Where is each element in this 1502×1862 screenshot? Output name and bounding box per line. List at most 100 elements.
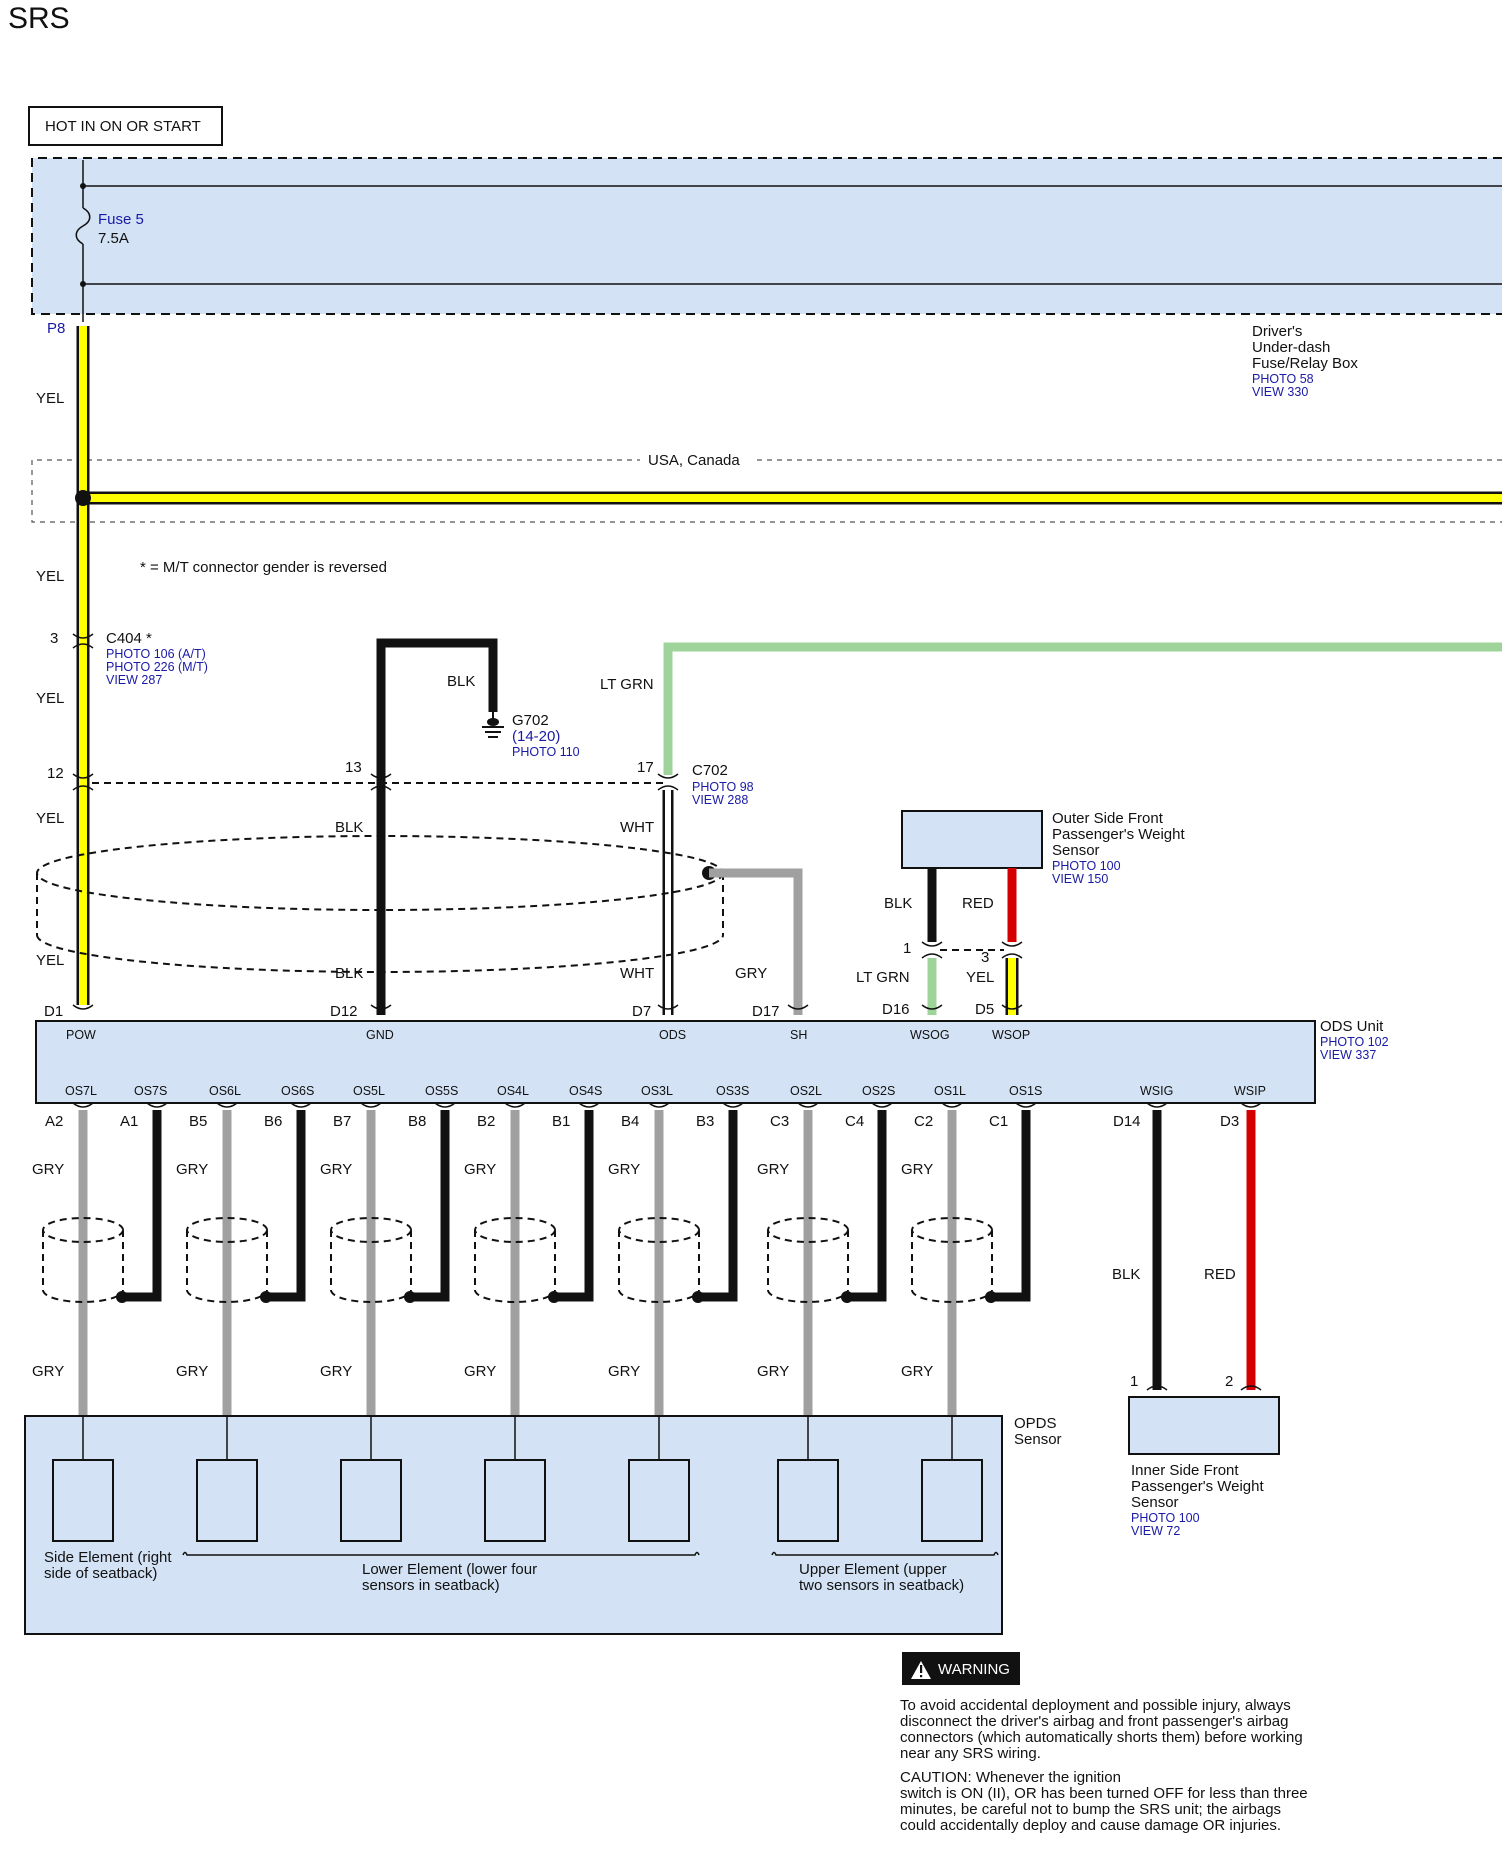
blk-wire-os3s bbox=[699, 1110, 738, 1302]
ods-pin-b4: B4 bbox=[621, 1113, 639, 1130]
inner-sensor-name-1: Inner Side Front bbox=[1131, 1462, 1239, 1479]
pin-mark-g6 bbox=[797, 1102, 893, 1108]
wire-label-gry-b7: GRY bbox=[901, 1363, 933, 1380]
pin-mark-g2 bbox=[216, 1102, 312, 1108]
blk-wire-os4s bbox=[555, 1110, 594, 1302]
fuse-box-region bbox=[32, 158, 1502, 314]
upper-element-bracket bbox=[771, 1551, 999, 1556]
pin-mark-weight bbox=[1146, 1102, 1262, 1108]
outer-sensor-pin-1: 1 bbox=[903, 940, 911, 957]
ods-unit bbox=[35, 1020, 1316, 1104]
outer-sensor-view: VIEW 150 bbox=[1052, 872, 1108, 886]
ods-unit-name: ODS Unit bbox=[1320, 1018, 1384, 1035]
caution-line-3: minutes, be careful not to bump the SRS … bbox=[900, 1801, 1281, 1818]
wire-label-blk-wsig: BLK bbox=[1112, 1266, 1140, 1283]
ods-label-wsog: WSOG bbox=[910, 1028, 950, 1042]
wire-label-gry-b1: GRY bbox=[32, 1363, 64, 1380]
c404-pin-3-mark bbox=[72, 633, 94, 649]
ods-label-wsig: WSIG bbox=[1140, 1084, 1173, 1098]
blk-wire-os2s bbox=[848, 1110, 887, 1302]
ods-pin-d5-mark bbox=[1001, 1004, 1023, 1010]
fuse-box-name-3: Fuse/Relay Box bbox=[1252, 355, 1358, 372]
wire-label-yel-1: YEL bbox=[36, 390, 64, 407]
fuse-junction-top bbox=[80, 183, 86, 189]
wire-label-wht-2: WHT bbox=[620, 965, 654, 982]
gry-shield-wire bbox=[709, 868, 803, 1015]
inner-sensor-name-2: Passenger's Weight bbox=[1131, 1478, 1264, 1495]
wire-label-yel-4: YEL bbox=[36, 810, 64, 827]
ods-top-pins: D1 POW D12 GND D7 ODS D17 SH D16 WSOG D5… bbox=[44, 1001, 1030, 1042]
outer-weight-sensor bbox=[901, 810, 1043, 869]
outer-sensor-name-3: Sensor bbox=[1052, 842, 1100, 859]
c404-name: C404 * bbox=[106, 630, 152, 647]
fuse-box-name-1: Driver's bbox=[1252, 323, 1302, 340]
wire-label-gry-shield: GRY bbox=[735, 965, 767, 982]
ods-pin-b7: B7 bbox=[333, 1113, 351, 1130]
c702-pin-17-mark bbox=[657, 773, 679, 791]
ods-pin-d1-mark bbox=[72, 1004, 94, 1010]
fuse-box-photo: PHOTO 58 bbox=[1252, 372, 1314, 386]
ods-pin-d17-mark bbox=[787, 1004, 809, 1010]
pin-mark-g4 bbox=[504, 1102, 600, 1108]
ods-label-pow: POW bbox=[66, 1028, 96, 1042]
shield-4 bbox=[474, 1217, 560, 1303]
wire-label-gry-a3: GRY bbox=[320, 1161, 352, 1178]
sensor-element-1 bbox=[52, 1459, 114, 1542]
c404-pin-12-mark bbox=[72, 773, 94, 791]
outer-pin-3-mark bbox=[1001, 941, 1023, 959]
opds-name-1: OPDS bbox=[1014, 1415, 1057, 1432]
pin-mark-g5 bbox=[648, 1102, 744, 1108]
inner-sensor-pin-2: 2 bbox=[1225, 1373, 1233, 1390]
ods-pin-d5: D5 bbox=[975, 1001, 994, 1018]
ods-pin-d12: D12 bbox=[330, 1003, 358, 1020]
ods-label-os1l: OS1L bbox=[934, 1084, 966, 1098]
c702-pin-13: 13 bbox=[345, 759, 362, 776]
caution-line-1: CAUTION: Whenever the ignition bbox=[900, 1769, 1121, 1786]
usa-canada-region bbox=[31, 459, 1502, 523]
wire-label-gry-a5: GRY bbox=[608, 1161, 640, 1178]
wire-label-yel-2: YEL bbox=[36, 568, 64, 585]
wire-label-gry-a7: GRY bbox=[901, 1161, 933, 1178]
ods-pin-d1: D1 bbox=[44, 1003, 63, 1020]
shield-7 bbox=[911, 1217, 997, 1303]
ods-pin-d17: D17 bbox=[752, 1003, 780, 1020]
lt-grn-wire bbox=[663, 642, 1502, 775]
ods-bottom-pin-marks bbox=[72, 1102, 1262, 1108]
c702-photo: PHOTO 98 bbox=[692, 780, 754, 794]
ods-pin-c2: C2 bbox=[914, 1113, 933, 1130]
sensor-element-3 bbox=[340, 1459, 402, 1542]
usa-canada-label-bg bbox=[640, 449, 755, 471]
lower-element-label-1: Lower Element (lower four bbox=[362, 1561, 537, 1578]
warning-line-1: To avoid accidental deployment and possi… bbox=[900, 1697, 1291, 1714]
wire-label-gry-b2: GRY bbox=[176, 1363, 208, 1380]
ods-label-os5l: OS5L bbox=[353, 1084, 385, 1098]
warning-line-3: connectors (which automatically shorts t… bbox=[900, 1729, 1303, 1746]
g702-photo: PHOTO 110 bbox=[512, 745, 580, 759]
ods-label-sh: SH bbox=[790, 1028, 807, 1042]
ods-label-os2l: OS2L bbox=[790, 1084, 822, 1098]
pin-mark-g7 bbox=[941, 1102, 1037, 1108]
side-element-label-2: side of seatback) bbox=[44, 1565, 157, 1582]
ods-label-os3s: OS3S bbox=[716, 1084, 749, 1098]
wire-label-blk-2: BLK bbox=[335, 965, 363, 982]
ods-pin-c4: C4 bbox=[845, 1113, 864, 1130]
outer-sensor-pin-3: 3 bbox=[981, 949, 989, 966]
ods-label-os3l: OS3L bbox=[641, 1084, 673, 1098]
shield-5 bbox=[618, 1217, 704, 1303]
inner-weight-sensor bbox=[1128, 1396, 1280, 1455]
upper-element-label-2: two sensors in seatback) bbox=[799, 1577, 964, 1594]
c404-photo-at: PHOTO 106 (A/T) bbox=[106, 647, 206, 661]
fuse-box-name-2: Under-dash bbox=[1252, 339, 1330, 356]
ods-unit-view: VIEW 337 bbox=[1320, 1048, 1376, 1062]
ods-bottom-pin-numbers: A2 A1 B5 B6 B7 B8 B2 B1 B4 B3 C3 C4 C2 C… bbox=[45, 1113, 1239, 1130]
pin-mark-g3 bbox=[360, 1102, 456, 1108]
blk-wire-os7s bbox=[123, 1110, 162, 1302]
c404-pin-12: 12 bbox=[47, 765, 64, 782]
fuse-junction-bottom bbox=[80, 281, 86, 287]
sensor-element-6 bbox=[777, 1459, 839, 1542]
c702-view: VIEW 288 bbox=[692, 793, 748, 807]
upper-element-label-1: Upper Element (upper bbox=[799, 1561, 947, 1578]
ods-pin-b1: B1 bbox=[552, 1113, 570, 1130]
ods-pin-b5: B5 bbox=[189, 1113, 207, 1130]
sensor-element-4 bbox=[484, 1459, 546, 1542]
